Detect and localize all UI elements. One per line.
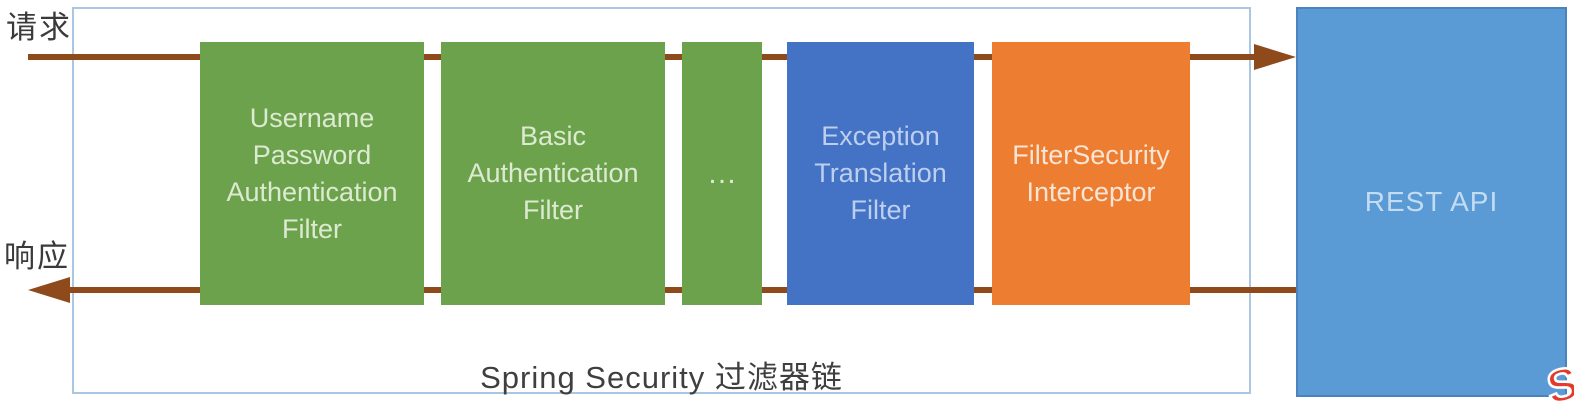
ellipsis-label: … xyxy=(707,157,737,190)
filter-label: Exception Translation Filter xyxy=(814,121,947,225)
rest-api-label: REST API xyxy=(1364,186,1499,217)
watermark-logo-fragment: S xyxy=(1542,354,1574,405)
filter-box-ellipsis: … xyxy=(682,42,762,305)
request-label: 请求 xyxy=(6,10,72,45)
filter-label: Username Password Authentication Filter xyxy=(226,102,398,244)
filter-box-exception-translation: Exception Translation Filter xyxy=(787,42,974,305)
filter-box-username-password-authentication: Username Password Authentication Filter xyxy=(200,42,424,305)
response-arrowhead-icon xyxy=(28,277,70,303)
filter-chain-title: Spring Security 过滤器链 xyxy=(480,360,843,395)
response-arrow-line xyxy=(62,287,1296,293)
filter-label: Basic Authentication Filter xyxy=(467,121,639,225)
filter-box-basic-authentication: Basic Authentication Filter xyxy=(441,42,665,305)
response-label: 响应 xyxy=(4,239,70,274)
filter-label: FilterSecurity Interceptor xyxy=(1012,139,1170,207)
request-arrowhead-icon xyxy=(1254,44,1296,70)
rest-api-box: REST API xyxy=(1296,7,1567,397)
filter-box-filtersecurity-interceptor: FilterSecurity Interceptor xyxy=(992,42,1190,305)
